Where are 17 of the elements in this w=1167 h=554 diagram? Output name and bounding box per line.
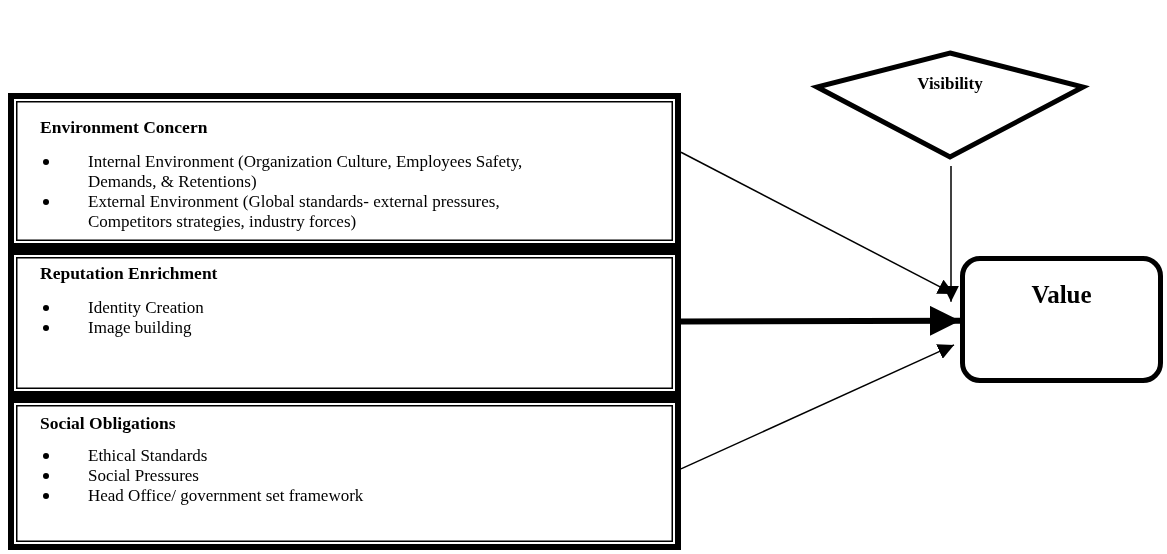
bullet-text: Ethical Standards bbox=[88, 446, 208, 465]
bullet-text: Identity Creation bbox=[88, 298, 204, 317]
factor-box bbox=[8, 93, 681, 249]
box-heading: Environment Concern bbox=[40, 117, 209, 138]
bullet-text: Internal Environment (Organization Culture, Employees Safety, Demands, & Retentions) bbox=[88, 152, 523, 191]
factor-box bbox=[8, 397, 681, 550]
box-heading: Reputation Enrichment bbox=[40, 263, 219, 284]
outcome-label: Value bbox=[1031, 281, 1092, 309]
arrow bbox=[680, 344, 955, 470]
bullet-text: Head Office/ government set framework bbox=[88, 486, 364, 505]
bullet-text: External Environment (Global standards- external pressures, Competitors strategies, industry forces) bbox=[88, 192, 500, 231]
box-heading: Social Obligations bbox=[40, 413, 177, 434]
arrow bbox=[681, 305, 960, 336]
bullet-text: Image building bbox=[88, 318, 192, 337]
outcome-box bbox=[960, 256, 1163, 383]
bullet-text: Social Pressures bbox=[88, 466, 199, 485]
diamond-label: Visibility bbox=[917, 74, 983, 93]
